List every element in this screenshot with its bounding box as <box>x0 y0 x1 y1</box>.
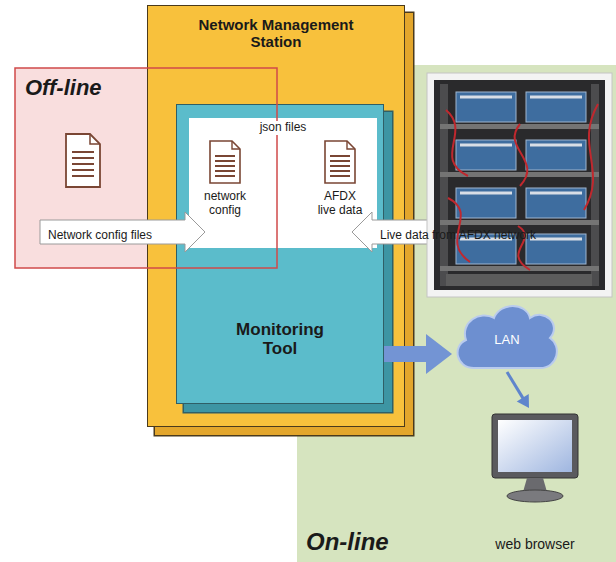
arrow-label: Live data from AFDX network <box>380 229 536 243</box>
red-cable <box>515 124 528 186</box>
photo-frame <box>427 73 612 297</box>
document-sheet <box>66 134 100 187</box>
json-file: network config <box>194 138 256 220</box>
lan-cloud: LAN <box>452 300 562 372</box>
document-sheet <box>210 141 240 183</box>
rack-post <box>440 84 448 286</box>
document-lines <box>72 152 94 176</box>
monitor-bezel <box>492 414 578 478</box>
region-label: Off-line <box>25 75 102 100</box>
document-icon <box>324 140 356 184</box>
file-label: network config <box>199 190 251 218</box>
arrow-shaft <box>507 372 523 399</box>
block-arrow <box>40 212 205 252</box>
document-fold <box>90 134 100 144</box>
flow-arrow <box>384 334 452 374</box>
document-fold <box>347 141 355 149</box>
monitor-screen <box>498 420 572 472</box>
switch-ports <box>460 97 582 239</box>
web-browser: web browser <box>478 408 592 558</box>
arrow-head <box>517 394 529 408</box>
red-cable <box>446 110 468 176</box>
document-lines <box>330 156 350 176</box>
cloud-outline <box>458 306 557 368</box>
rack-body <box>434 80 605 290</box>
red-cable <box>584 104 598 210</box>
monitor-icon <box>480 408 590 508</box>
region-label: On-line <box>306 528 389 556</box>
tool-box: Monitoring Tool json files network config A… <box>176 104 384 404</box>
document-lines <box>215 156 235 176</box>
arrow-shaft <box>384 346 427 362</box>
folder-label: json files <box>257 121 310 135</box>
json-folder: json files network config AFDX live data <box>189 118 377 248</box>
json-file: AFDX live data <box>307 138 373 220</box>
offline-outline <box>15 68 277 268</box>
rack-shelf <box>440 220 599 225</box>
device-label: web browser <box>495 536 574 552</box>
rack-photo <box>427 73 612 297</box>
document-icon <box>209 140 241 184</box>
rack-shelf <box>440 266 599 271</box>
monitor-base <box>507 490 563 502</box>
station-title: Network Management Station <box>189 16 364 51</box>
cloud-label: LAN <box>494 333 519 348</box>
tool-title: Monitoring Tool <box>220 320 340 359</box>
offline-document-icon <box>66 134 100 187</box>
power-strip <box>446 274 592 286</box>
arrow-head <box>426 334 452 374</box>
document-sheet <box>325 141 355 183</box>
arrow-label: Network config files <box>48 229 152 243</box>
document-fold <box>232 141 240 149</box>
file-label: AFDX live data <box>315 190 365 218</box>
flow-arrow <box>507 372 529 408</box>
